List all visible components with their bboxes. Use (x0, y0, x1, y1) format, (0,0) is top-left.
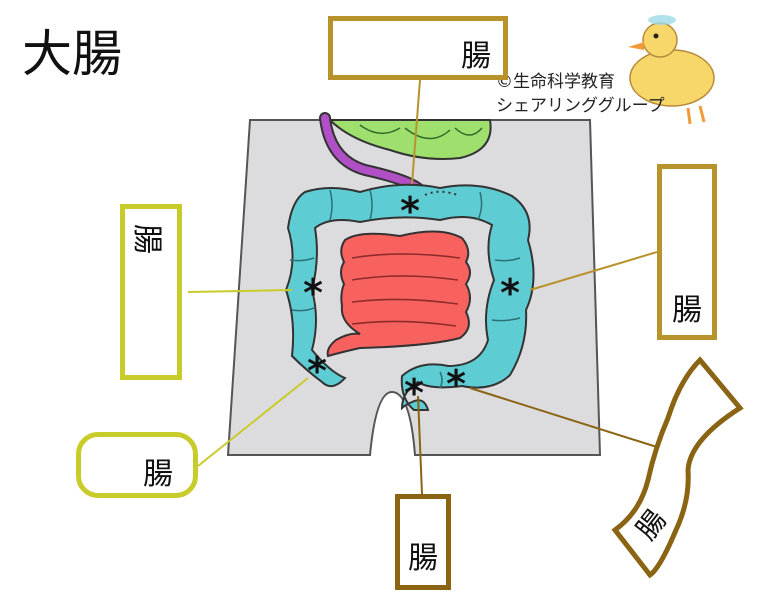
leader-right (529, 251, 658, 291)
asterisk-marker: * (307, 349, 327, 393)
label-box-transverse[interactable]: 腸 (328, 16, 508, 80)
label-box-ascending[interactable]: 腸 (120, 204, 182, 380)
asterisk-marker: * (446, 362, 466, 406)
small-intestine (326, 230, 471, 358)
duck-mascot (628, 15, 715, 125)
label-text-descending: 腸 (672, 293, 702, 328)
label-text-transverse: 腸 (461, 39, 491, 74)
credit-line-2: シェアリンググループ (496, 96, 665, 116)
label-box-descending[interactable]: 腸 (657, 164, 717, 340)
stomach-folds (359, 124, 483, 140)
asterisk-marker: * (404, 371, 424, 415)
asterisk-marker: * (303, 271, 323, 315)
label-text-cecum: 腸 (143, 457, 173, 492)
label-box-cecum[interactable]: 腸 (76, 432, 198, 498)
leader-top (411, 79, 421, 185)
asterisk-marker: * (400, 189, 420, 233)
asterisk-marker: * (500, 271, 520, 315)
diagram-title: 大腸 (22, 25, 122, 83)
leader-left (187, 289, 293, 293)
stomach (327, 119, 492, 160)
leader-rectum (469, 387, 661, 449)
label-text-rectum-lower: 腸 (408, 541, 438, 576)
copyright-credit: ©生命科学教育 シェアリンググループ (496, 70, 665, 118)
credit-line-1: ©生命科学教育 (496, 72, 615, 92)
label-text-ascending: 腸 (129, 224, 164, 254)
rectum-label-shape (611, 356, 744, 579)
colon (284, 183, 535, 411)
label-box-rectum-lower[interactable]: 腸 (395, 494, 451, 590)
small-intestine-loops (351, 253, 461, 327)
leader-bottom-left (197, 377, 309, 467)
colon-haustra (289, 189, 521, 389)
leader-bottom (417, 395, 423, 495)
